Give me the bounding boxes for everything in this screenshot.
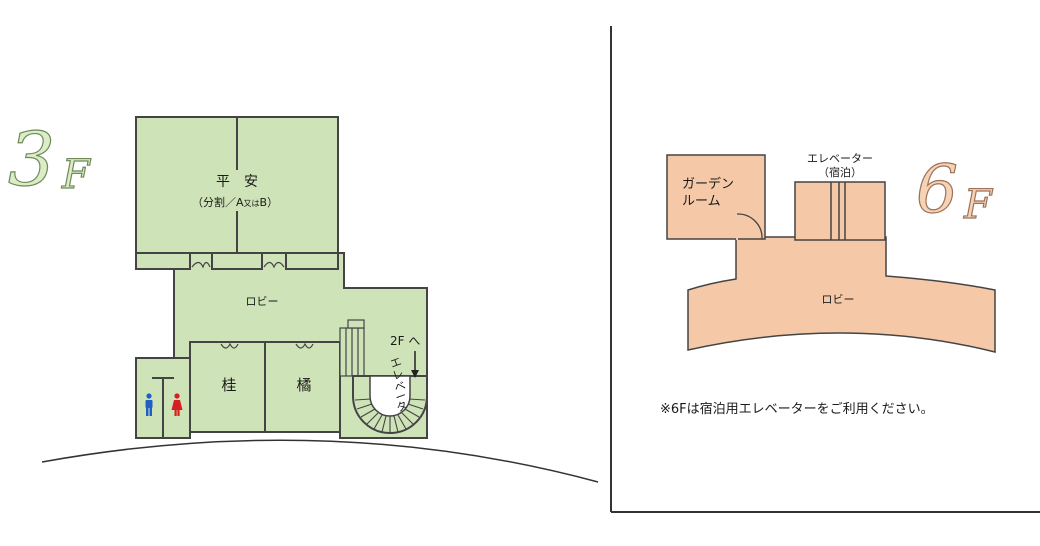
men-restroom-icon xyxy=(145,393,153,416)
floor-3-map: 3 F 平 安 （分割／A又はB） ロビー xyxy=(7,116,599,483)
heian-sub-start: （分割／A xyxy=(192,195,244,209)
spiral-staircase xyxy=(352,375,428,434)
lodging-elevator-label-line2: （宿泊） xyxy=(818,165,862,179)
elevator-vertical-label: エ レ ベ ー タ xyxy=(389,355,410,415)
room-garden: ガーデン ルーム xyxy=(666,154,766,240)
heian-sub-end: B） xyxy=(260,196,279,209)
down-arrow-icon xyxy=(411,351,419,378)
floor-6-heading-unit: F xyxy=(963,182,993,228)
room-tachibana: 橘 xyxy=(264,341,341,433)
svg-text:エ: エ xyxy=(389,355,404,371)
svg-text:ベ: ベ xyxy=(393,379,408,395)
lobby-stair-steps xyxy=(339,319,365,377)
room-heian-sublabel: （分割／A又はB） xyxy=(192,195,278,209)
floor-3-heading-number: 3 xyxy=(8,117,55,203)
room-heian: 平 安 （分割／A又はB） xyxy=(135,116,339,270)
floor-6-heading-number: 6 xyxy=(916,151,958,228)
ground-curve-3f xyxy=(41,439,599,483)
svg-text:レ: レ xyxy=(391,367,406,383)
svg-text:ー: ー xyxy=(394,389,409,405)
lodging-elevators: エレベーター （宿泊） xyxy=(794,152,886,241)
floor-6-lobby xyxy=(687,236,996,353)
women-restroom-icon xyxy=(171,393,183,416)
lodging-elevator-label-line1: エレベーター xyxy=(807,152,873,165)
floor-6-lobby-label: ロビー xyxy=(822,293,855,306)
room-katsura-label: 桂 xyxy=(221,376,236,394)
floor-3-lobby-label: ロビー xyxy=(246,295,279,308)
svg-text:タ: タ xyxy=(395,399,410,415)
floor-6-note: ※6Fは宿泊用エレベーターをご利用ください。 xyxy=(660,401,934,417)
restrooms xyxy=(135,357,191,439)
floor-3-heading-unit: F xyxy=(61,152,91,198)
to-2f-label: 2F へ xyxy=(390,334,420,348)
room-tachibana-label: 橘 xyxy=(296,376,311,394)
heian-sub-small: 又は xyxy=(244,199,260,208)
room-heian-label: 平 安 xyxy=(216,174,258,190)
room-garden-label-line1: ガーデン xyxy=(682,176,734,192)
floor-6-map: 6 F ロビー ガーデン ルーム エレベーター （宿泊） ※6Fは宿泊用エレベー… xyxy=(610,26,1040,513)
room-garden-label-line2: ルーム xyxy=(682,194,721,209)
room-katsura: 桂 xyxy=(189,341,266,433)
